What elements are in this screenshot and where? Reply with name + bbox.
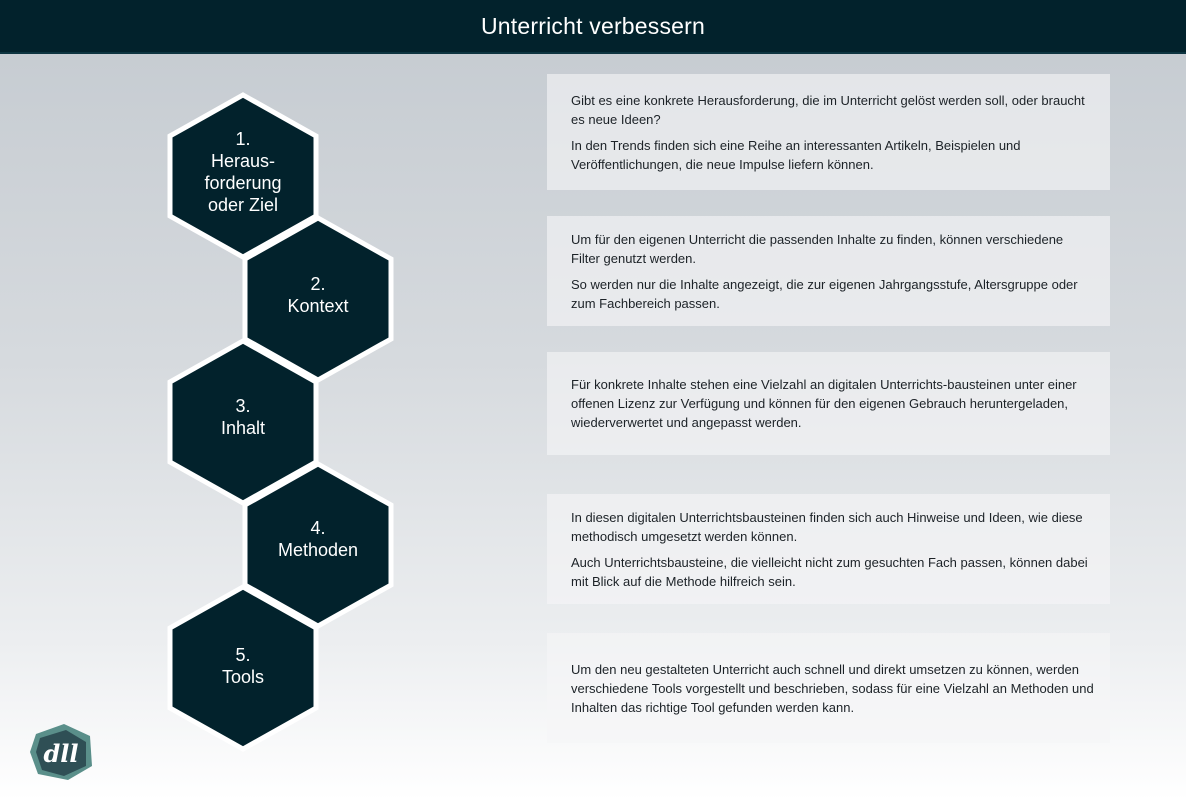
page-title: Unterricht verbessern (480, 12, 706, 39)
description-box-4: In diesen digitalen Unterrichtsbausteine… (547, 494, 1110, 604)
description-paragraph: So werden nur die Inhalte angezeigt, die… (571, 276, 1078, 311)
description-paragraph: In diesen digitalen Unterrichtsbausteine… (571, 509, 1083, 544)
logo-shape-dark (36, 730, 86, 776)
description-box-2: Um für den eigenen Unterricht die passen… (547, 216, 1110, 326)
description-box-1: Gibt es eine konkrete Herausforderung, d… (547, 74, 1110, 190)
logo-text: dll (43, 739, 78, 768)
step-4-label: 4. Methoden (277, 518, 359, 560)
description-box-5: Um den neu gestalteten Unterricht auch s… (547, 633, 1110, 743)
description-paragraph: Für konkrete Inhalte stehen eine Vielzah… (571, 377, 1077, 430)
hexagon-step-5 (167, 584, 319, 752)
step-3-label: 3. Inhalt (220, 396, 266, 438)
description-paragraph: Auch Unterrichtsbausteine, die vielleich… (571, 554, 1088, 589)
header-bar: Unterricht verbessern (0, 0, 1186, 54)
step-5-label: 5. Tools (221, 645, 265, 687)
description-box-3: Für konkrete Inhalte stehen eine Vielzah… (547, 352, 1110, 455)
hexagon-step-3 (167, 338, 319, 506)
description-paragraph: Um für den eigenen Unterricht die passen… (571, 231, 1064, 266)
hexagon-step-2 (242, 215, 394, 383)
hexagon-step-4 (242, 461, 394, 629)
description-paragraph: Gibt es eine konkrete Herausforderung, d… (571, 92, 1085, 127)
description-paragraph: Um den neu gestalteten Unterricht auch s… (571, 661, 1094, 715)
description-paragraph: In den Trends finden sich eine Reihe an … (571, 137, 1021, 172)
hexagon-step-1 (167, 92, 319, 260)
step-2-label: 2. Kontext (287, 274, 349, 316)
step-1-label: 1. Heraus- forderung oder Ziel (204, 129, 282, 215)
dll-logo: dll (30, 724, 92, 780)
